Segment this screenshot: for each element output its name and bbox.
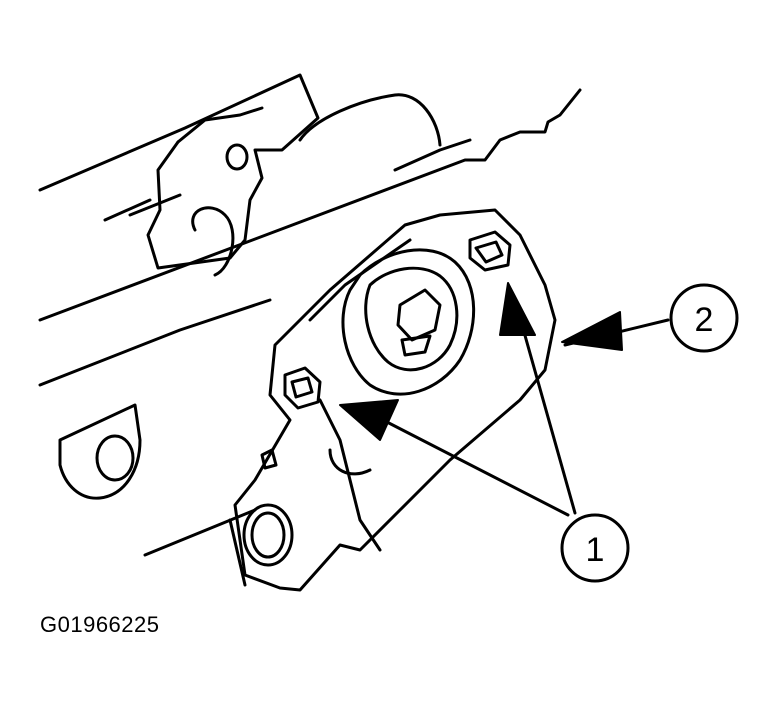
thermostat-housing — [233, 208, 557, 592]
housing-bolts — [283, 230, 512, 410]
arrowhead-2 — [561, 311, 623, 351]
callout-arrowheads — [339, 282, 623, 441]
arrowhead-1b — [499, 282, 536, 336]
callout-2: 2 — [669, 283, 739, 353]
figure-code: G01966225 — [40, 612, 160, 637]
callout-1: 1 — [560, 513, 630, 583]
engine-block-lines — [38, 73, 582, 587]
callout-1-label: 1 — [586, 531, 605, 569]
callout-2-label: 2 — [695, 301, 714, 339]
arrowhead-1a — [339, 399, 399, 441]
